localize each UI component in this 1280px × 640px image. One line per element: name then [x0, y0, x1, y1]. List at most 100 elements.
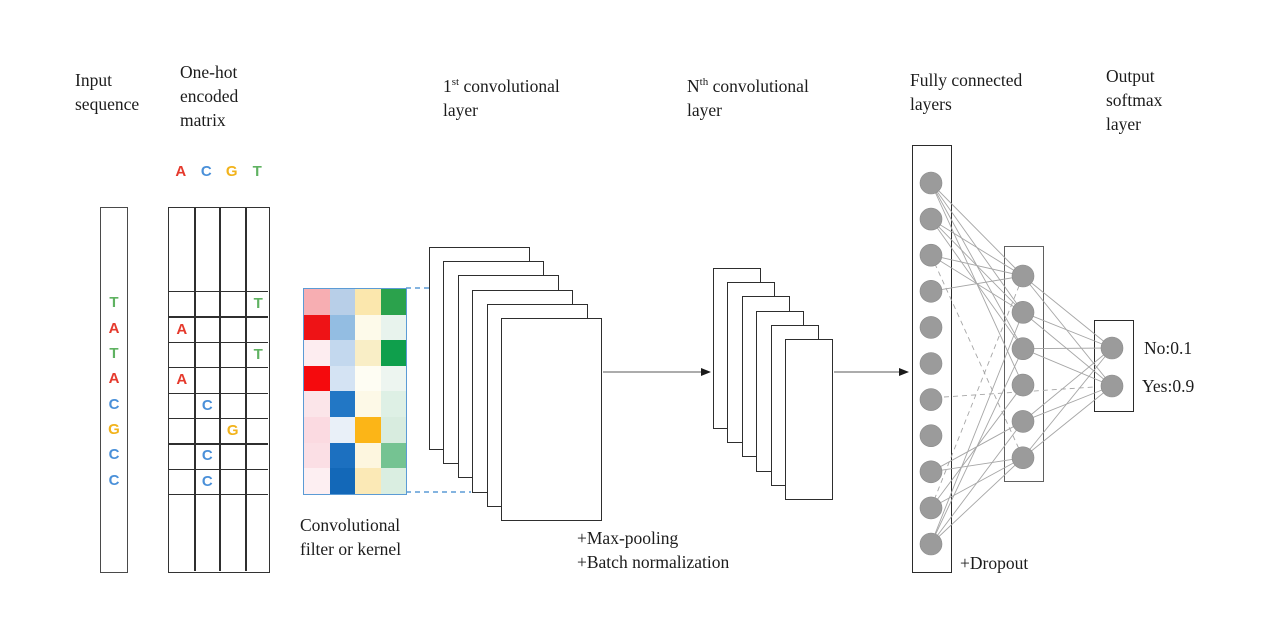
output-yes-label: Yes:0.9: [1142, 376, 1195, 396]
matrix-row-divider: [169, 494, 268, 496]
convN-layer-label: Nth convolutional layer: [687, 70, 809, 122]
filter-cell: [380, 391, 407, 417]
label-line: layer: [687, 99, 722, 120]
matrix-row-divider: [169, 341, 268, 344]
matrix-row-divider: [169, 443, 268, 445]
sequence-letter: A: [108, 319, 120, 337]
conv-filter-heatmap: [303, 288, 408, 495]
label-line: Input: [75, 70, 112, 90]
filter-cell: [355, 417, 381, 443]
sequence-letter: C: [108, 395, 120, 413]
conv1-to-convN-arrowhead: [701, 368, 711, 376]
label-line: Output: [1106, 66, 1155, 86]
label-line: One-hot: [180, 62, 238, 82]
matrix-column-divider: [219, 208, 221, 571]
sequence-letter: C: [108, 446, 120, 464]
label-line: layers: [910, 94, 952, 114]
matrix-row-divider: [169, 367, 268, 369]
label-line: layer: [443, 99, 478, 120]
label-line: Convolutional: [300, 515, 401, 535]
filter-cell: [380, 340, 407, 366]
matrix-cell-letter: T: [253, 345, 263, 363]
matrix-column-header: G: [225, 162, 238, 180]
matrix-column-header: A: [175, 162, 187, 180]
matrix-cell-letter: T: [253, 295, 263, 313]
ordinal-superscript: st: [451, 76, 460, 88]
filter-cell: [355, 391, 381, 417]
filter-cell: [304, 442, 330, 469]
sequence-letter: T: [109, 344, 119, 362]
fc-layer2-box: [1004, 246, 1044, 482]
filter-cell: [304, 417, 330, 443]
matrix-column-divider: [193, 208, 196, 571]
fc-layer1-box: [912, 145, 952, 573]
sequence-letter: C: [108, 471, 120, 489]
filter-cell: [329, 442, 356, 469]
matrix-column-header: C: [200, 162, 212, 180]
label-line: +Batch normalization: [577, 552, 730, 572]
label-line: Nth convolutional: [687, 75, 809, 96]
label-line: 1st convolutional: [443, 75, 560, 96]
filter-cell: [355, 468, 381, 494]
filter-cell: [380, 442, 407, 469]
filter-cell: [380, 417, 407, 443]
filter-cell: [380, 365, 407, 392]
matrix-cell-letter: C: [201, 396, 213, 414]
filter-cell: [329, 417, 356, 443]
filter-cell: [355, 289, 381, 315]
output-layer-box: [1094, 320, 1134, 412]
filter-cell: [304, 314, 330, 341]
sequence-letter: G: [108, 421, 120, 439]
matrix-row-divider: [169, 392, 268, 394]
sequence-letter: T: [109, 294, 119, 312]
fully-connected-label: Fully connected layers: [910, 68, 1022, 116]
filter-cell: [304, 391, 330, 417]
filter-cell: [380, 314, 407, 341]
label-line: softmax: [1106, 90, 1163, 110]
pooling-batchnorm-label: +Max-pooling +Batch normalization: [577, 526, 729, 574]
dropout-label: +Dropout: [960, 553, 1029, 573]
filter-cell: [329, 391, 356, 417]
convN-to-fc-arrowhead: [899, 368, 909, 376]
matrix-row-divider: [169, 316, 268, 318]
filter-cell: [329, 314, 356, 341]
matrix-cell-letter: C: [201, 447, 213, 465]
output-softmax-label: Output softmax layer: [1106, 64, 1162, 136]
filter-cell: [355, 314, 381, 341]
matrix-cell-letter: A: [176, 320, 188, 338]
filter-cell: [380, 468, 407, 494]
label-line: +Max-pooling: [577, 528, 679, 548]
filter-cell: [355, 442, 381, 469]
conv1-feature-map: [501, 318, 602, 521]
matrix-column-header: T: [252, 162, 262, 180]
matrix-cell-letter: C: [201, 472, 213, 490]
label-line: Fully connected: [910, 70, 1023, 90]
matrix-row-divider: [169, 417, 268, 420]
filter-cell: [304, 340, 330, 366]
filter-cell: [329, 468, 356, 494]
matrix-cell-letter: A: [176, 371, 188, 389]
conv1-layer-label: 1st convolutional layer: [443, 70, 560, 122]
input-sequence-label: Input sequence: [75, 68, 139, 116]
filter-cell: [304, 468, 330, 494]
label-line: matrix: [180, 110, 226, 130]
matrix-column-divider: [244, 208, 247, 571]
input-sequence-box: [100, 207, 128, 573]
matrix-cell-letter: G: [226, 422, 239, 440]
conv-filter-label: Convolutional filter or kernel: [300, 513, 401, 561]
label-line: encoded: [180, 86, 239, 106]
convN-feature-map: [785, 339, 833, 500]
filter-cell: [329, 340, 356, 366]
label-line: layer: [1106, 114, 1141, 134]
ordinal-superscript: th: [699, 76, 709, 88]
matrix-row-divider: [169, 291, 268, 293]
sequence-letter: A: [108, 370, 120, 388]
onehot-matrix-label: One-hot encoded matrix: [180, 60, 238, 132]
filter-cell: [380, 289, 407, 315]
filter-cell: [304, 365, 330, 392]
label-line: sequence: [75, 94, 140, 114]
filter-cell: [355, 365, 381, 392]
output-no-label: No:0.1: [1144, 338, 1193, 358]
